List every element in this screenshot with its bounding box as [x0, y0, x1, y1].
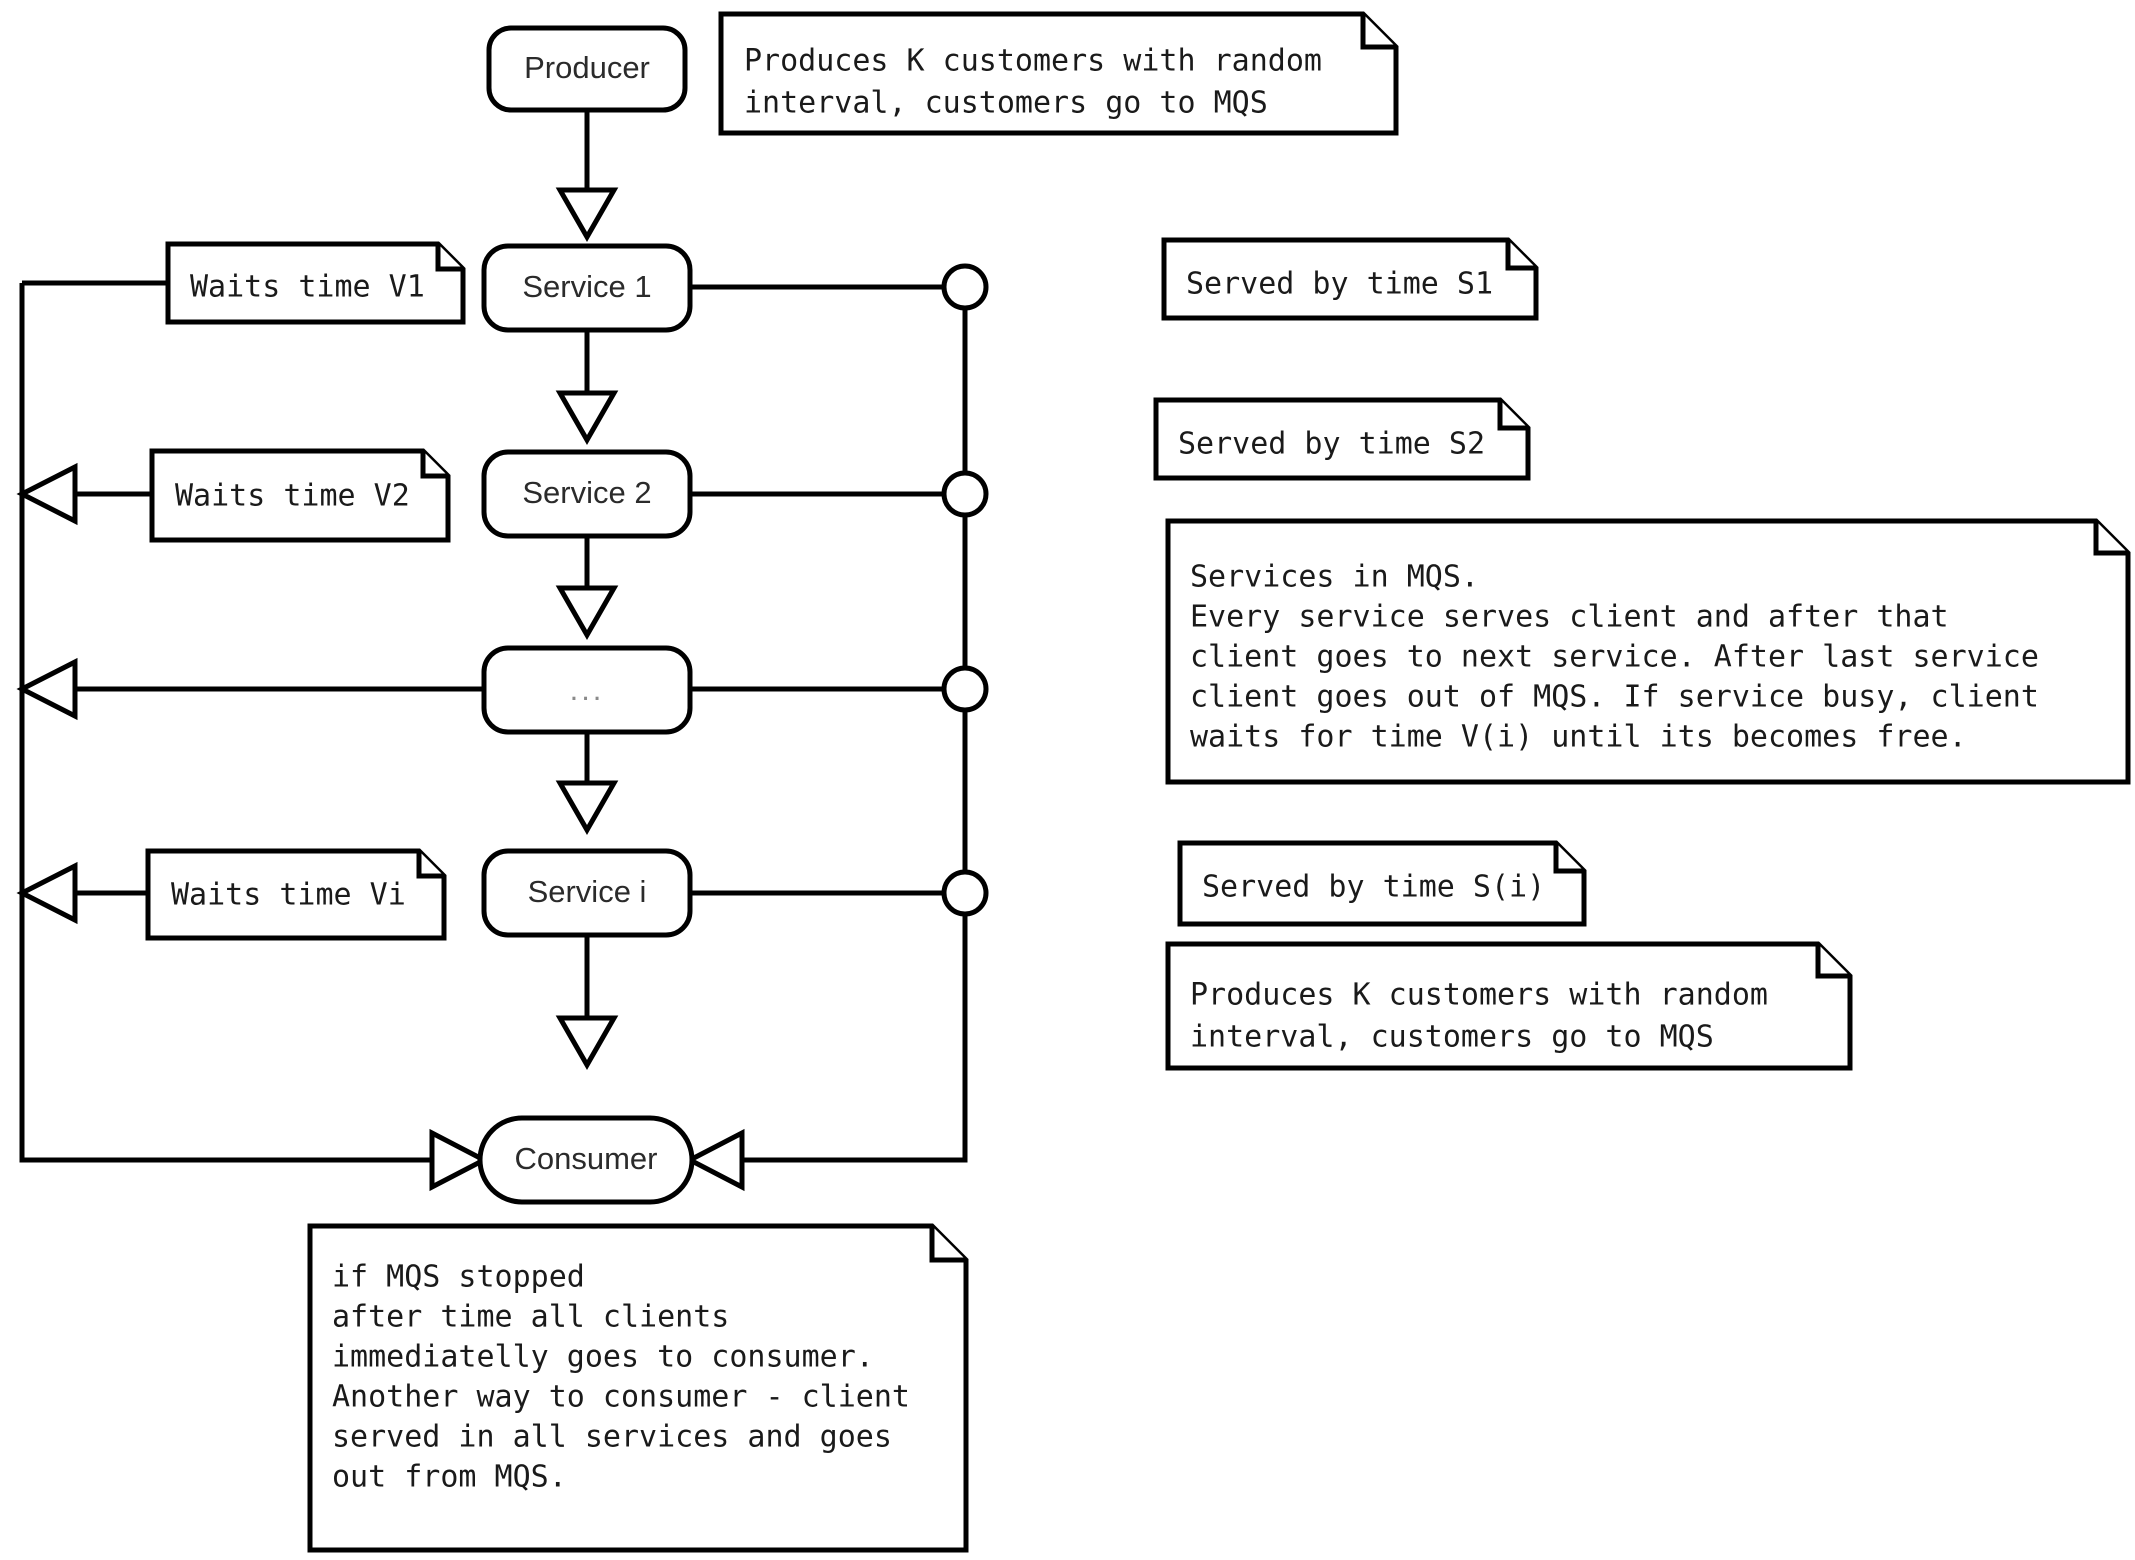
note-consumer-line-4: served in all services and goes: [332, 1420, 892, 1455]
arrowhead-service1-to-service2: [555, 390, 619, 446]
node-producer[interactable]: Producer: [486, 25, 688, 113]
note-served-si: Served by time S(i): [1177, 840, 1587, 927]
node-service1[interactable]: Service 1: [481, 243, 693, 333]
note-served-s1-text: Served by time S1: [1186, 267, 1493, 302]
node-service1-label: Service 1: [522, 269, 651, 304]
node-service2[interactable]: Service 2: [481, 449, 693, 539]
junction-circle-service2: [941, 470, 989, 518]
note-consumer-line-1: after time all clients: [332, 1300, 729, 1335]
note-waits-v2-text: Waits time V2: [175, 479, 410, 514]
note-services-mqs: Services in MQS. Every service serves cl…: [1165, 518, 2131, 785]
note-consumer-line-5: out from MQS.: [332, 1460, 567, 1495]
node-service-ellipsis-label: ...: [570, 672, 605, 707]
note-produces-right-line-1: interval, customers go to MQS: [1190, 1020, 1714, 1055]
arrowhead-service2-to-ellipsis: [555, 585, 619, 641]
note-consumer-line-2: immediatelly goes to consumer.: [332, 1340, 874, 1375]
arrowhead-servicei-to-consumer: [555, 1015, 619, 1071]
note-services-mqs-line-4: waits for time V(i) until its becomes fr…: [1190, 720, 1967, 755]
junction-circle-servicei: [941, 869, 989, 917]
note-services-mqs-line-0: Services in MQS.: [1190, 560, 1479, 595]
node-consumer-label: Consumer: [515, 1141, 658, 1176]
junction-circle-service1: [941, 263, 989, 311]
note-produces-right: Produces K customers with random interva…: [1165, 941, 1853, 1071]
node-producer-label: Producer: [524, 50, 650, 85]
arrowhead-waits-v2: [16, 462, 78, 526]
note-services-mqs-line-3: client goes out of MQS. If service busy,…: [1190, 680, 2039, 715]
arrowhead-right-rail-to-consumer: [684, 1128, 745, 1192]
note-waits-v1-text: Waits time V1: [190, 270, 425, 305]
node-consumer[interactable]: Consumer: [477, 1115, 695, 1205]
node-service-ellipsis[interactable]: ...: [481, 645, 693, 735]
note-producer-line-0: Produces K customers with random: [744, 44, 1322, 79]
note-producer-line-1: interval, customers go to MQS: [744, 86, 1268, 121]
note-services-mqs-line-1: Every service serves client and after th…: [1190, 600, 1949, 635]
note-waits-vi: Waits time Vi: [145, 848, 447, 941]
arrowhead-ellipsis-to-servicei: [555, 780, 619, 836]
note-served-si-text: Served by time S(i): [1202, 870, 1545, 905]
node-service-i-label: Service i: [528, 874, 647, 909]
note-produces-right-line-0: Produces K customers with random: [1190, 978, 1768, 1013]
right-rail-line: [740, 287, 968, 1163]
note-services-mqs-line-2: client goes to next service. After last …: [1190, 640, 2039, 675]
note-waits-v2: Waits time V2: [149, 448, 451, 543]
note-served-s2-text: Served by time S2: [1178, 427, 1485, 462]
arrowhead-left-rail-to-consumer: [429, 1128, 490, 1192]
note-served-s2: Served by time S2: [1153, 397, 1531, 481]
node-service2-label: Service 2: [522, 475, 651, 510]
arrowhead-producer-to-service1: [555, 187, 619, 243]
note-producer: Produces K customers with random interva…: [718, 11, 1399, 136]
junction-circle-ellipsis: [941, 665, 989, 713]
note-waits-v1: Waits time V1: [165, 241, 466, 325]
arrowhead-ellipsis-wait: [16, 657, 78, 721]
note-waits-vi-text: Waits time Vi: [171, 878, 406, 913]
note-consumer: if MQS stopped after time all clients im…: [307, 1223, 969, 1553]
note-consumer-line-3: Another way to consumer - client: [332, 1380, 910, 1415]
node-service-i[interactable]: Service i: [481, 848, 693, 938]
note-consumer-line-0: if MQS stopped: [332, 1260, 585, 1295]
arrowhead-waits-vi: [16, 861, 78, 925]
left-rail-line: [19, 283, 432, 1163]
note-served-s1: Served by time S1: [1161, 237, 1539, 321]
